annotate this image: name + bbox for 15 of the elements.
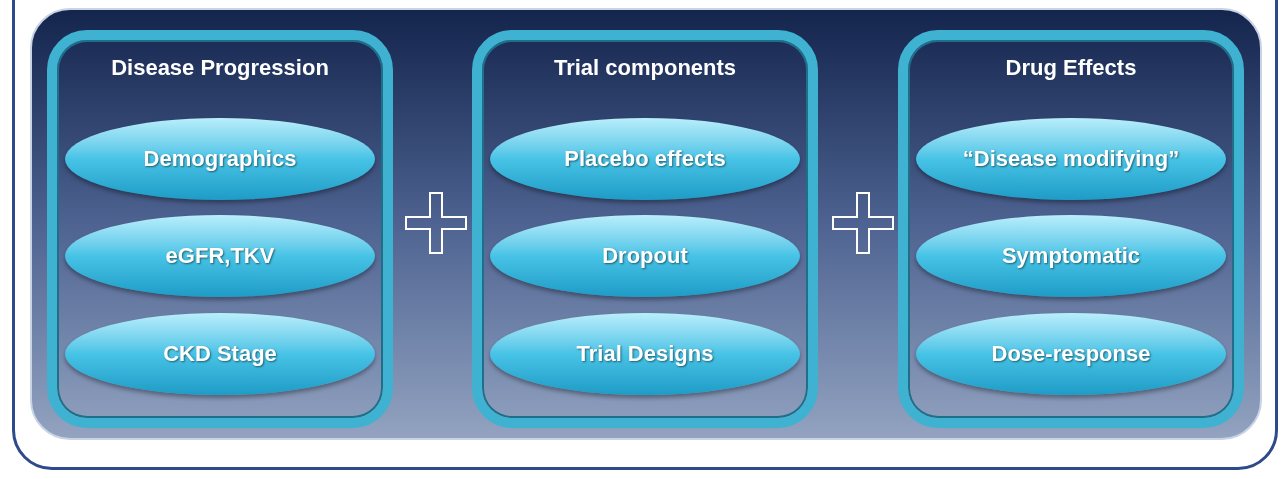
item-label: “Disease modifying” xyxy=(962,145,1180,174)
item-label: Placebo effects xyxy=(564,145,726,174)
item-label: CKD Stage xyxy=(163,340,277,369)
item-label: Dose-response xyxy=(991,340,1151,369)
column-box xyxy=(472,30,818,428)
item-label: Trial Designs xyxy=(576,340,714,369)
item-label: Demographics xyxy=(143,145,297,174)
column-heading: Disease Progression xyxy=(110,54,330,82)
column-heading: Trial components xyxy=(552,54,738,82)
item-label: Dropout xyxy=(602,242,688,271)
column-box xyxy=(47,30,393,428)
item-label: Symptomatic xyxy=(1001,242,1141,271)
column-heading: Drug Effects xyxy=(1004,54,1138,82)
item-label: eGFR,TKV xyxy=(165,242,275,271)
column-box xyxy=(898,30,1244,428)
